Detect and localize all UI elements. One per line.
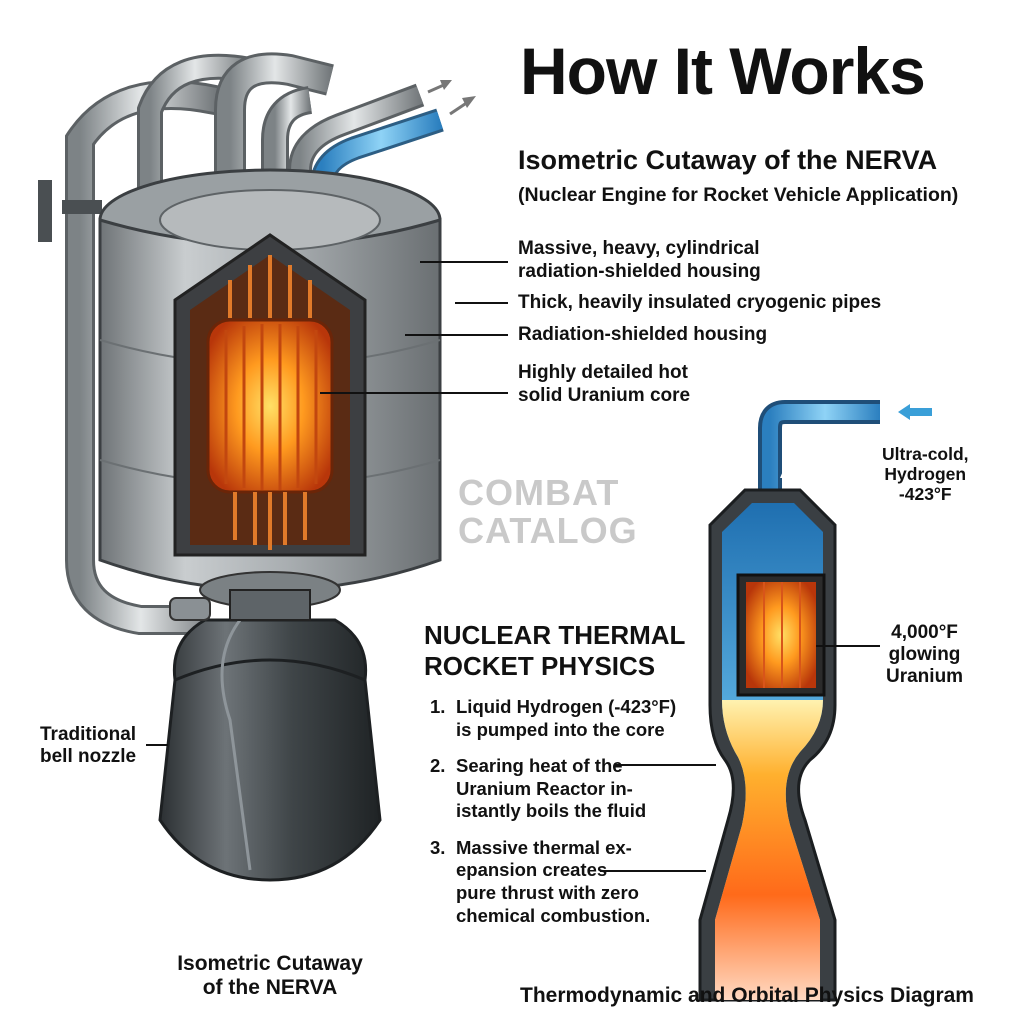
callout-housing-cylindrical: Massive, heavy, cylindrical radiation-sh… (518, 238, 761, 282)
step-text: Searing heat of the Uranium Reactor in- … (456, 755, 647, 822)
page-subtitle: Isometric Cutaway of the NERVA (518, 145, 938, 175)
physics-step: 1. Liquid Hydrogen (-423°F) is pumped in… (430, 696, 706, 741)
nozzle-label: Traditional bell nozzle (40, 724, 137, 767)
step-text: Liquid Hydrogen (-423°F) is pumped into … (456, 696, 677, 740)
callout-radiation-housing: Radiation-shielded housing (518, 324, 768, 345)
uranium-core (206, 255, 334, 550)
page-subtitle-detail: (Nuclear Engine for Rocket Vehicle Appli… (518, 184, 959, 206)
step-number: 1. (430, 696, 446, 717)
leader-lines (146, 261, 880, 872)
physics-steps: 1. Liquid Hydrogen (-423°F) is pumped in… (430, 696, 706, 941)
physics-step: 3. Massive thermal ex- epansion creates … (430, 837, 706, 927)
caption-left: Isometric Cutaway of the NERVA (177, 952, 363, 999)
inlet-label: Ultra-cold, Hydrogen -423°F (882, 444, 969, 505)
step-text: Massive thermal ex- epansion creates pur… (456, 836, 651, 926)
physics-title: NUCLEAR THERMAL ROCKET PHYSICS (424, 620, 686, 682)
callout-uranium-core: Highly detailed hot solid Uranium core (518, 362, 691, 406)
page-title: How It Works (520, 34, 926, 108)
core-temperature-label: 4,000°F glowing Uranium (886, 622, 964, 687)
bell-nozzle (158, 571, 382, 882)
step-number: 2. (430, 755, 446, 777)
step-number: 3. (430, 836, 446, 858)
physics-step: 2. Searing heat of the Uranium Reactor i… (430, 755, 706, 823)
caption-right: Thermodynamic and Orbital Physics Diagra… (520, 984, 974, 1007)
thermo-diagram (698, 400, 932, 1002)
watermark: COMBAT CATALOG (458, 472, 638, 551)
callout-cryogenic-pipes: Thick, heavily insulated cryogenic pipes (518, 292, 882, 313)
